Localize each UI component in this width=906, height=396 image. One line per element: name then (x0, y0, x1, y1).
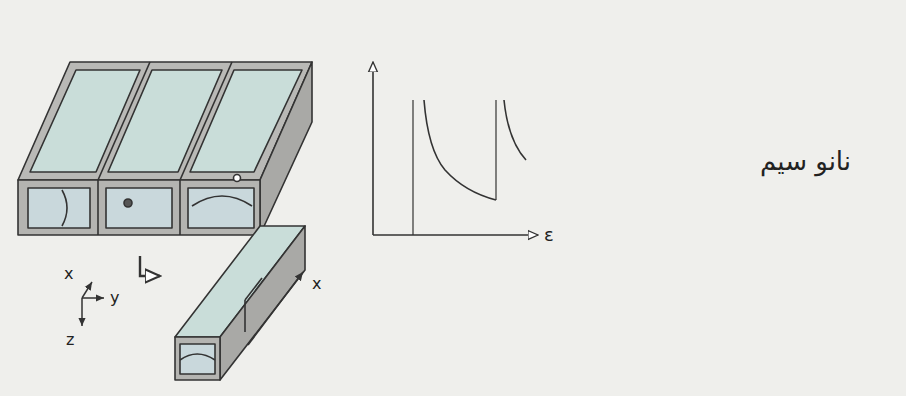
axis-label: z (66, 332, 74, 348)
slab (18, 62, 312, 235)
axis-label: x (312, 276, 321, 292)
nanowire-bar (175, 226, 305, 380)
axes (82, 256, 160, 326)
density-of-states-graph (373, 62, 538, 235)
axis-label: x (64, 266, 73, 282)
axis-label: ε (544, 226, 554, 244)
caption-text: نانو سیم (760, 148, 851, 174)
axis-label: y (110, 290, 119, 306)
